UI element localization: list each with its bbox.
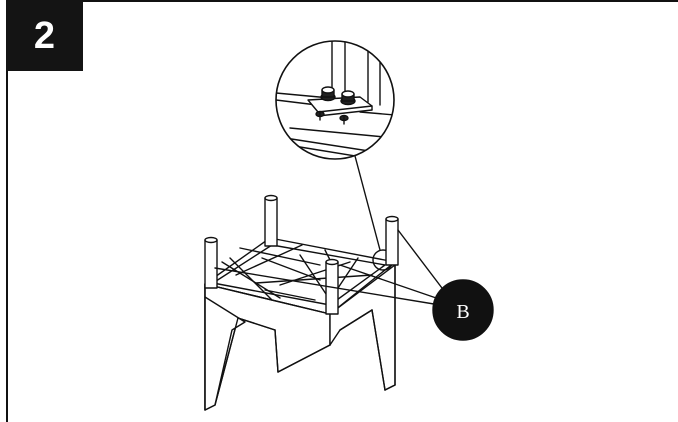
step-badge: 2 [6,0,83,71]
leg-front-left [204,236,218,289]
leg-front-right [325,258,339,315]
part-callout-label: B [456,301,469,323]
detail-leader-line [354,155,381,251]
frame-top-border [6,0,678,2]
detail-zoom [275,40,395,160]
leg-back-right [385,215,399,266]
part-callout-b: B [432,279,494,341]
leg-back-left [264,194,278,247]
detail-zoom-content [276,41,394,159]
frame-left-border [6,0,8,422]
table-frame [204,194,399,411]
step-number: 2 [33,14,56,57]
callout-leaders [214,229,446,306]
